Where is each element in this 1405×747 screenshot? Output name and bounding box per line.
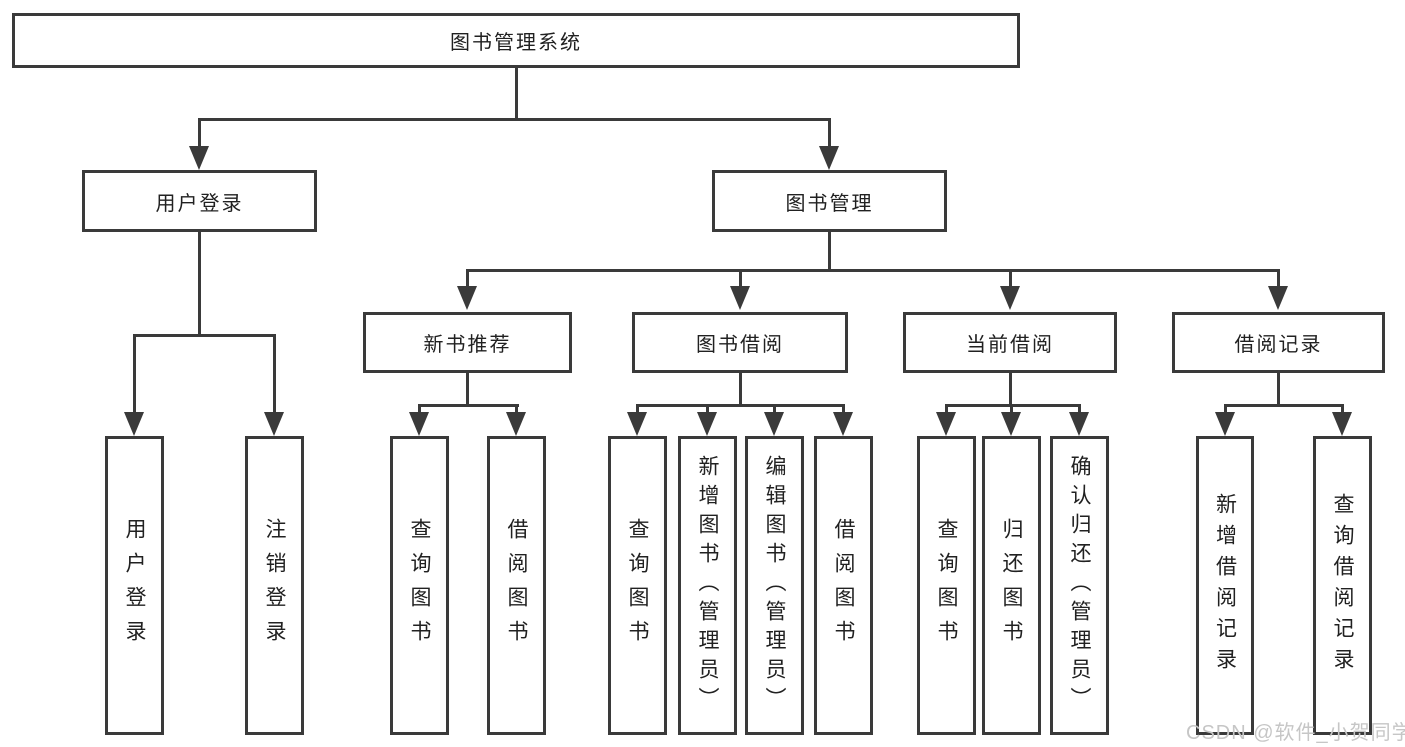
connector-line (1277, 269, 1280, 289)
node-book-borrowing-label: 图书借阅 (696, 334, 784, 356)
leaf-borrowing-query-books: 查询图书 (608, 436, 667, 735)
arrow-down-icon (124, 412, 144, 436)
arrow-down-icon (1215, 412, 1235, 436)
connector-line (1078, 404, 1081, 414)
leaf-return-books: 归还图书 (982, 436, 1041, 735)
connector-line (1009, 373, 1012, 406)
leaf-recommend-query-books: 查询图书 (390, 436, 449, 735)
node-book-borrowing: 图书借阅 (632, 312, 848, 373)
node-current-borrowing-label: 当前借阅 (966, 334, 1054, 356)
connector-line (198, 118, 201, 148)
leaf-user-login: 用户登录 (105, 436, 164, 735)
node-new-book-recommend: 新书推荐 (363, 312, 572, 373)
arrow-down-icon (457, 286, 477, 310)
leaf-logout: 注销登录 (245, 436, 304, 735)
node-root-label: 图书管理系统 (450, 32, 582, 54)
leaf-return-books-label: 归还图书 (1000, 517, 1023, 654)
connector-line (1341, 404, 1344, 414)
arrow-down-icon (1000, 286, 1020, 310)
connector-line (739, 269, 742, 289)
leaf-query-borrow-record: 查询借阅记录 (1313, 436, 1372, 735)
node-root: 图书管理系统 (12, 13, 1020, 68)
leaf-recommend-borrow-books-label: 借阅图书 (505, 517, 528, 654)
leaf-edit-books-admin: 编辑图书（管理员） (745, 436, 804, 735)
connector-line (739, 373, 742, 406)
node-book-management-label: 图书管理 (785, 192, 874, 215)
leaf-add-books-admin-label: 新增图书（管理员） (696, 455, 719, 716)
arrow-down-icon (697, 412, 717, 436)
leaf-borrowing-borrow-books: 借阅图书 (814, 436, 873, 735)
connector-line (466, 269, 469, 289)
connector-line (945, 404, 948, 414)
arrow-down-icon (1332, 412, 1352, 436)
node-user-login-label: 用户登录 (155, 192, 244, 215)
connector-line (1224, 404, 1227, 414)
leaf-confirm-return-admin-label: 确认归还（管理员） (1068, 455, 1091, 716)
leaf-current-query-books-label: 查询图书 (935, 517, 958, 654)
connector-line (198, 232, 201, 336)
leaf-confirm-return-admin: 确认归还（管理员） (1050, 436, 1109, 735)
connector-line (773, 404, 776, 414)
connector-line (842, 404, 845, 414)
connector-line (466, 373, 469, 406)
connector-line (828, 118, 831, 148)
leaf-borrowing-borrow-books-label: 借阅图书 (832, 517, 855, 654)
connector-line (945, 404, 1081, 407)
connector-line (1010, 404, 1013, 414)
connector-line (466, 269, 1280, 272)
arrow-down-icon (409, 412, 429, 436)
connector-line (828, 232, 831, 272)
arrow-down-icon (264, 412, 284, 436)
arrow-down-icon (1069, 412, 1089, 436)
arrow-down-icon (189, 146, 209, 170)
connector-line (133, 334, 136, 414)
node-borrow-records-label: 借阅记录 (1234, 334, 1323, 356)
leaf-logout-label: 注销登录 (263, 517, 286, 654)
leaf-recommend-query-books-label: 查询图书 (408, 517, 431, 654)
csdn-watermark: CSDN @软件_小贺同学 (1186, 722, 1405, 744)
node-current-borrowing: 当前借阅 (903, 312, 1117, 373)
connector-line (1277, 373, 1280, 406)
node-book-management: 图书管理 (712, 170, 947, 232)
arrow-down-icon (730, 286, 750, 310)
arrow-down-icon (936, 412, 956, 436)
leaf-edit-books-admin-label: 编辑图书（管理员） (763, 455, 786, 716)
connector-line (1009, 269, 1012, 289)
arrow-down-icon (819, 146, 839, 170)
node-borrow-records: 借阅记录 (1172, 312, 1385, 373)
arrow-down-icon (1268, 286, 1288, 310)
leaf-user-login-label: 用户登录 (123, 517, 146, 654)
leaf-recommend-borrow-books: 借阅图书 (487, 436, 546, 735)
connector-line (515, 68, 518, 120)
arrow-down-icon (764, 412, 784, 436)
leaf-add-borrow-record-label: 新增借阅记录 (1213, 492, 1237, 679)
leaf-query-borrow-record-label: 查询借阅记录 (1331, 492, 1354, 679)
connector-line (418, 404, 519, 407)
arrow-down-icon (506, 412, 526, 436)
leaf-add-books-admin: 新增图书（管理员） (678, 436, 737, 735)
connector-line (1224, 404, 1344, 407)
connector-line (636, 404, 845, 407)
node-new-book-recommend-label: 新书推荐 (423, 334, 512, 356)
arrow-down-icon (833, 412, 853, 436)
node-user-login: 用户登录 (82, 170, 317, 232)
connector-line (636, 404, 639, 414)
leaf-current-query-books: 查询图书 (917, 436, 976, 735)
leaf-borrowing-query-books-label: 查询图书 (626, 517, 649, 654)
connector-line (706, 404, 709, 414)
arrow-down-icon (627, 412, 647, 436)
connector-line (198, 118, 831, 121)
connector-line (273, 334, 276, 414)
connector-line (133, 334, 276, 337)
arrow-down-icon (1001, 412, 1021, 436)
connector-line (418, 404, 421, 414)
connector-line (515, 404, 518, 414)
leaf-add-borrow-record: 新增借阅记录 (1196, 436, 1254, 735)
